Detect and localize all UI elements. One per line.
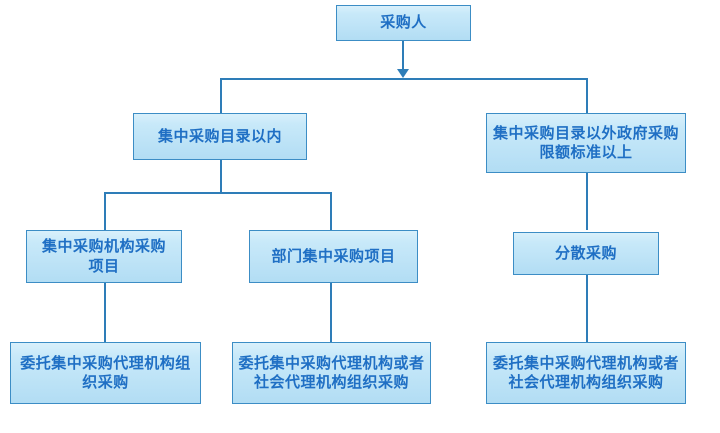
node-level2-right-label: 集中采购目录以外政府采购 限额标准以上: [492, 123, 679, 161]
connector-level3-right-to-level4: [586, 275, 588, 342]
connector-level3-middle-down: [330, 192, 332, 230]
node-level2-right[interactable]: 集中采购目录以外政府采购 限额标准以上: [486, 113, 686, 173]
connector-level2-left-to-split: [220, 160, 222, 193]
node-level2-left[interactable]: 集中采购目录以内: [133, 113, 307, 160]
node-level3-left-label: 集中采购机构采购 项目: [41, 237, 166, 275]
connector-level3-left-down: [104, 192, 106, 230]
node-root[interactable]: 采购人: [336, 5, 471, 41]
node-level2-left-label: 集中采购目录以内: [157, 126, 282, 145]
node-level3-right-label: 分散采购: [554, 243, 617, 262]
node-level4-right[interactable]: 委托集中采购代理机构或者 社会代理机构组织采购: [486, 342, 686, 404]
connector-level2-right-to-level3: [586, 173, 588, 230]
arrowhead-root: [397, 69, 409, 78]
node-level3-left[interactable]: 集中采购机构采购 项目: [26, 230, 182, 283]
node-root-label: 采购人: [380, 13, 427, 32]
connector-level2-right-down: [586, 78, 588, 113]
connector-root-down: [402, 41, 404, 73]
node-level4-right-label: 委托集中采购代理机构或者 社会代理机构组织采购: [492, 353, 679, 391]
connector-level3-middle-to-level4: [330, 283, 332, 342]
node-level3-middle-label: 部门集中采购项目: [271, 246, 396, 265]
connector-level2-split: [104, 192, 332, 194]
connector-level1-split: [220, 78, 588, 80]
node-level4-middle-label: 委托集中采购代理机构或者 社会代理机构组织采购: [238, 353, 425, 391]
connector-level3-left-to-level4: [104, 283, 106, 342]
node-level3-middle[interactable]: 部门集中采购项目: [249, 230, 418, 283]
node-level4-left-label: 委托集中采购代理机构组 织采购: [20, 353, 191, 391]
node-level3-right[interactable]: 分散采购: [513, 232, 659, 275]
connector-level2-left-down: [220, 78, 222, 113]
node-level4-left[interactable]: 委托集中采购代理机构组 织采购: [10, 342, 201, 404]
node-level4-middle[interactable]: 委托集中采购代理机构或者 社会代理机构组织采购: [232, 342, 431, 404]
